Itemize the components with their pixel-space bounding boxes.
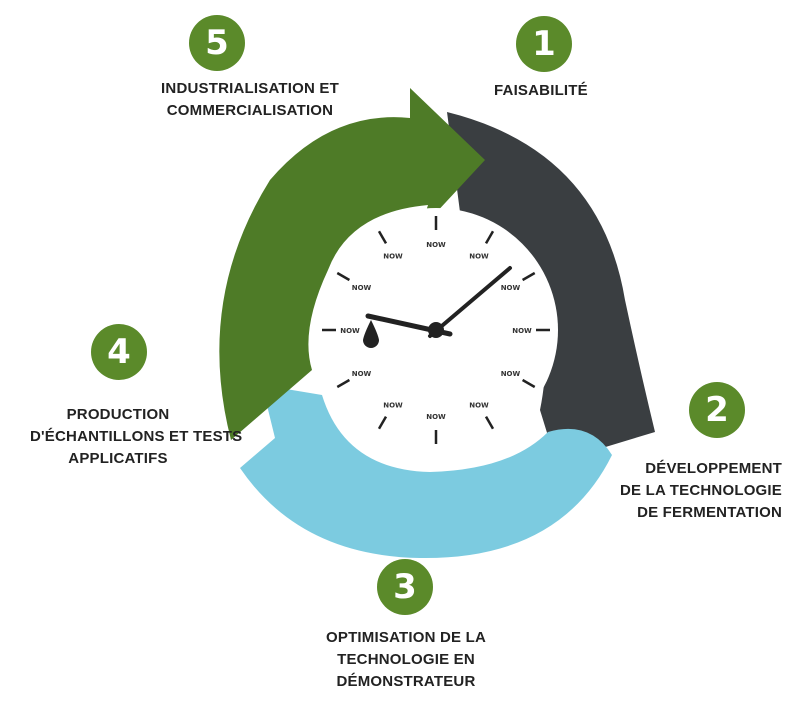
clock-tick-label: NOW xyxy=(352,284,372,292)
arrow-blue xyxy=(240,385,612,559)
step-3-label: OPTIMISATION DE LA TECHNOLOGIE EN DÉMONS… xyxy=(326,629,486,690)
clock-tick-labels: NOW NOW NOW NOW NOW NOW NOW NOW NOW NOW NOW NOW xyxy=(340,241,532,421)
clock-tick xyxy=(484,230,495,245)
clock-ticks xyxy=(322,216,550,444)
clock-tick-label: NOW xyxy=(426,413,446,421)
clock-tick xyxy=(484,415,495,430)
step-2-label: DÉVELOPPEMENT DE LA TECHNOLOGIE DE FERME… xyxy=(619,460,782,521)
clock-tick-label: NOW xyxy=(501,284,521,292)
clock-tick-label: NOW xyxy=(501,370,521,378)
step-4-label: PRODUCTION D'ÉCHANTILLONS ET TESTS APPLI… xyxy=(30,406,243,467)
step-4-badge: 4 xyxy=(91,324,147,380)
step-5-label: INDUSTRIALISATION ET COMMERCIALISATION xyxy=(161,80,339,119)
step-1-label: FAISABILITÉ xyxy=(494,82,588,99)
clock-tick xyxy=(521,271,536,282)
step-2-badge: 2 xyxy=(689,382,745,438)
clock-center xyxy=(428,322,444,338)
step-5-badge: 5 xyxy=(189,15,245,71)
clock-tick xyxy=(336,271,351,282)
clock-tick xyxy=(377,230,388,245)
clock-minute-hand xyxy=(428,266,512,338)
clock-tick xyxy=(336,378,351,389)
step-1-badge: 1 xyxy=(516,16,572,72)
clock-tick-label: NOW xyxy=(469,253,489,261)
clock-tick xyxy=(521,378,536,389)
clock-tick-label: NOW xyxy=(383,401,403,409)
arrow-green xyxy=(219,88,485,440)
arrow-dark xyxy=(447,112,655,462)
clock-tick-label: NOW xyxy=(426,241,446,249)
clock-tick-label: NOW xyxy=(383,253,403,261)
clock-tick xyxy=(377,415,388,430)
clock-tick-label: NOW xyxy=(352,370,372,378)
clock-tick-label: NOW xyxy=(340,327,360,335)
oil-drop-icon xyxy=(363,320,379,348)
clock-tick-label: NOW xyxy=(469,401,489,409)
step-3-badge: 3 xyxy=(377,559,433,615)
clock-tick-label: NOW xyxy=(512,327,532,335)
